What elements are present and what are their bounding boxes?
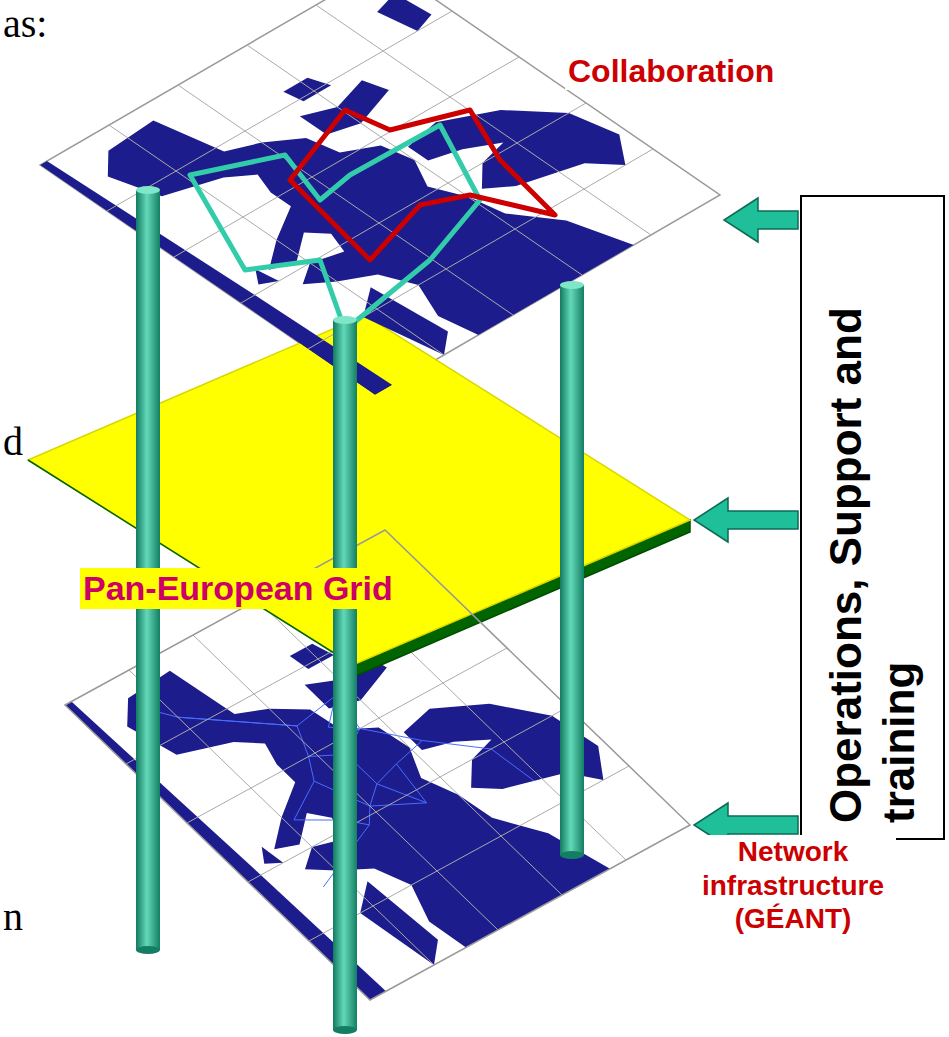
block-arrow [694, 803, 798, 847]
node-label: Network infrastructure (GÉANT) [690, 835, 896, 936]
pillar [560, 281, 584, 859]
pillar [136, 186, 160, 954]
node-label: Collaboration [565, 52, 777, 90]
plane-outline [28, 460, 353, 665]
slide-text-fragment: n [3, 893, 23, 940]
pillar [333, 316, 357, 1034]
node-label: Pan-European Grid [80, 568, 396, 609]
collaboration-link [290, 110, 555, 260]
slide-text-fragment: d [3, 418, 23, 465]
node-label: Operations, Support and training [820, 212, 926, 823]
slide-text-fragment: as: [3, 0, 47, 47]
operations-box: Operations, Support and training [800, 195, 945, 840]
block-arrow [694, 498, 798, 542]
block-arrow [724, 198, 798, 242]
